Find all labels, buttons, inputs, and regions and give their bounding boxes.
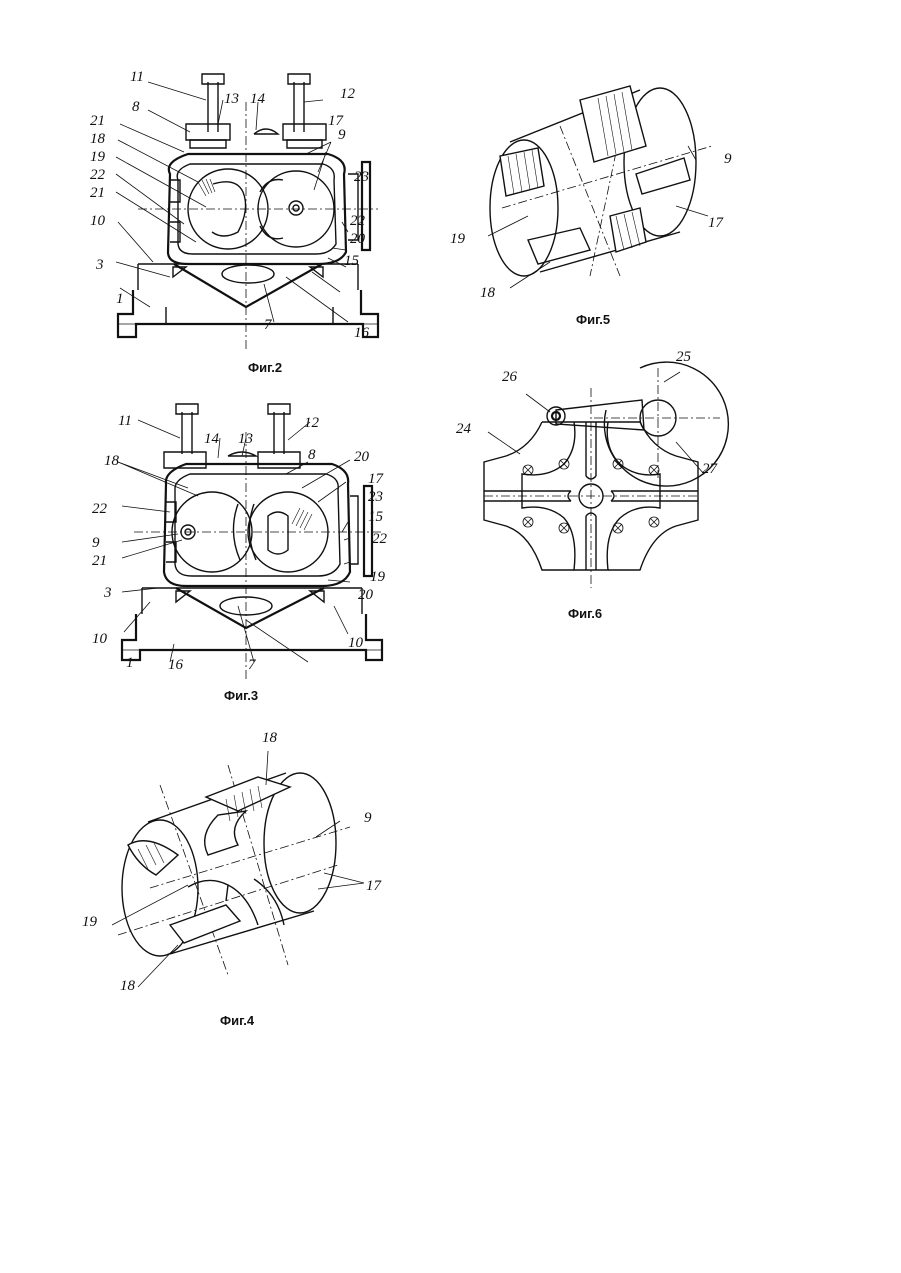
label-7: 7	[264, 318, 272, 333]
label-10: 10	[90, 214, 105, 229]
label-9: 9	[338, 128, 346, 143]
label-20a: 20	[354, 450, 369, 465]
label-9: 9	[364, 811, 372, 826]
label-23: 23	[354, 170, 369, 185]
label-9: 9	[92, 536, 100, 551]
label-17: 17	[708, 216, 723, 231]
label-18: 18	[104, 454, 119, 469]
label-18b: 18	[120, 979, 135, 994]
label-3: 3	[96, 258, 104, 273]
label-25: 25	[676, 350, 691, 365]
figure-6-drawing	[444, 338, 740, 632]
label-19: 19	[90, 150, 105, 165]
label-23: 23	[368, 490, 383, 505]
label-19: 19	[450, 232, 465, 247]
label-22b: 22	[372, 532, 387, 547]
label-9: 9	[724, 152, 732, 167]
label-12: 12	[340, 87, 355, 102]
label-18: 18	[480, 286, 495, 301]
caption-fig3: Фиг.3	[224, 688, 258, 703]
label-17: 17	[366, 879, 381, 894]
label-18: 18	[90, 132, 105, 147]
label-24: 24	[456, 422, 471, 437]
label-11: 11	[130, 70, 144, 85]
label-15: 15	[368, 510, 383, 525]
figure-5: 9 17 19 18 Фиг.5	[440, 66, 740, 336]
figure-3: 11 14 13 12 8 18 20 17 23 22 15 9 21 22 …	[78, 392, 394, 710]
label-13: 13	[224, 92, 239, 107]
label-21b: 21	[90, 186, 105, 201]
label-22a: 22	[90, 168, 105, 183]
label-22a: 22	[92, 502, 107, 517]
label-18a: 18	[262, 731, 277, 746]
label-22b: 22	[350, 214, 365, 229]
label-11: 11	[118, 414, 132, 429]
label-10a: 10	[92, 632, 107, 647]
label-3: 3	[104, 586, 112, 601]
label-19: 19	[370, 570, 385, 585]
label-16: 16	[354, 326, 369, 341]
figure-6: 26 25 24 27 Фиг.6	[444, 338, 740, 632]
label-20: 20	[350, 232, 365, 247]
label-19: 19	[82, 915, 97, 930]
label-16: 16	[168, 658, 183, 673]
caption-fig2: Фиг.2	[248, 360, 282, 375]
label-15: 15	[344, 254, 359, 269]
caption-fig6: Фиг.6	[568, 606, 602, 621]
caption-fig5: Фиг.5	[576, 312, 610, 327]
label-8: 8	[132, 100, 140, 115]
label-21: 21	[92, 554, 107, 569]
label-26: 26	[502, 370, 517, 385]
label-14: 14	[204, 432, 219, 447]
label-12: 12	[304, 416, 319, 431]
label-1: 1	[116, 292, 124, 307]
figure-2: 11 12 8 13 14 1 7 9 21 18 19 22 21 10 3 1…	[78, 62, 390, 382]
label-17: 17	[368, 472, 383, 487]
figure-2-drawing	[78, 62, 390, 382]
label-27: 27	[702, 462, 717, 477]
figure-4: 18 9 17 19 18 Фиг.4	[78, 725, 388, 1033]
label-14: 14	[250, 92, 265, 107]
label-20b: 20	[358, 588, 373, 603]
label-21a: 21	[90, 114, 105, 129]
caption-fig4: Фиг.4	[220, 1013, 254, 1028]
label-7: 7	[248, 658, 256, 673]
label-8: 8	[308, 448, 316, 463]
label-13: 13	[238, 432, 253, 447]
label-10b: 10	[348, 636, 363, 651]
label-1: 1	[126, 656, 134, 671]
